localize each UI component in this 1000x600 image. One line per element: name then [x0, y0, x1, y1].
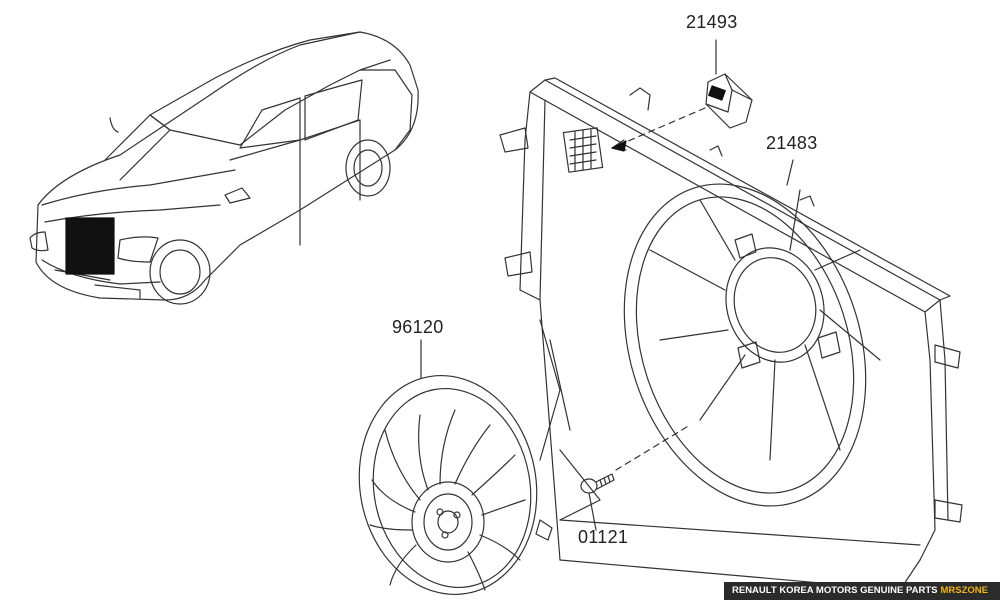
part-label-96120: 96120 — [392, 317, 444, 337]
car-illustration — [29, 31, 419, 305]
part-label-01121: 01121 — [578, 527, 629, 547]
part-label-21493: 21493 — [686, 12, 738, 32]
watermark-accent: MRSZONE — [940, 585, 989, 596]
screw-illustration — [580, 424, 691, 531]
part-label-21483: 21483 — [766, 133, 818, 153]
cooling-fan-illustration — [358, 339, 553, 596]
fan-shroud-illustration — [499, 77, 963, 591]
fan-resistor-illustration — [611, 39, 753, 152]
watermark-text: RENAULT KOREA MOTORS GENUINE PARTS — [732, 585, 938, 596]
